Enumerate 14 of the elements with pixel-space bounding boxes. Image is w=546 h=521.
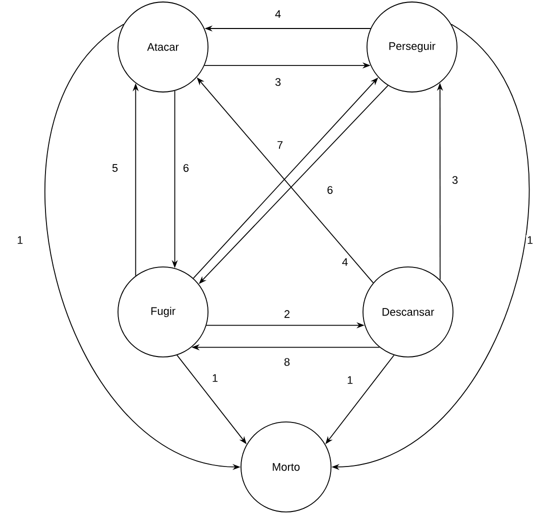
edge-label: 1: [526, 235, 534, 245]
edge-label: 6: [182, 163, 190, 173]
edge-label: 4: [340, 257, 350, 267]
edge-label: 3: [274, 77, 282, 87]
edge-label: 6: [326, 185, 334, 195]
edge-label: 5: [110, 163, 120, 173]
edge-label: 8: [282, 357, 292, 367]
edge-label: 7: [276, 140, 284, 150]
edge-label: 1: [16, 235, 24, 245]
edge-label: 4: [274, 9, 282, 19]
edge-label: 2: [282, 309, 292, 319]
edge-label: 1: [346, 375, 354, 385]
edge-label: 3: [450, 175, 460, 185]
edge-label: 1: [210, 373, 220, 383]
